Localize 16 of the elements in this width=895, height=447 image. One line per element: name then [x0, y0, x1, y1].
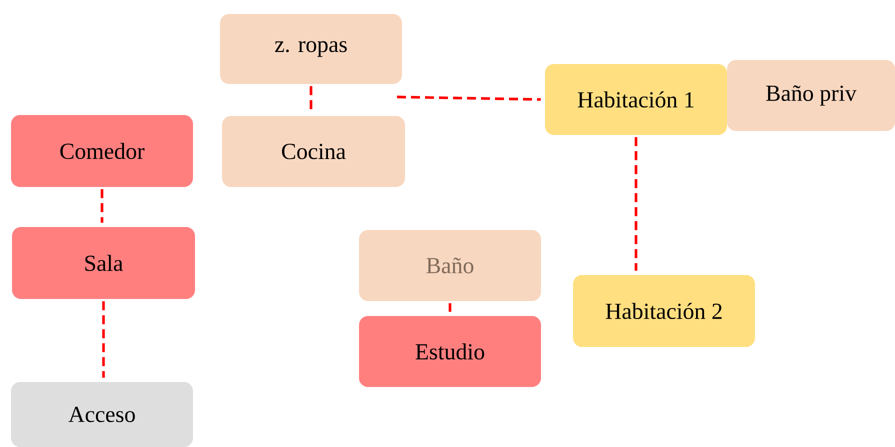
room-box: Habitación 2 — [573, 274, 755, 347]
connector-line — [396, 96, 541, 101]
room-box: Sala — [12, 226, 195, 299]
connector-line — [310, 86, 312, 112]
room-box: Acceso — [11, 382, 193, 447]
connector-line — [100, 189, 104, 223]
connector-line — [448, 303, 452, 312]
room-box: Habitación 1 — [545, 64, 727, 135]
room-box: z. ropas — [220, 14, 402, 84]
room-box: Estudio — [359, 316, 541, 387]
room-box: Comedor — [11, 114, 193, 187]
connector-line — [634, 137, 638, 271]
room-box: Baño priv — [727, 60, 895, 131]
room-box: Cocina — [222, 116, 405, 187]
room-box: Baño — [359, 230, 541, 301]
connector-line — [102, 301, 105, 378]
